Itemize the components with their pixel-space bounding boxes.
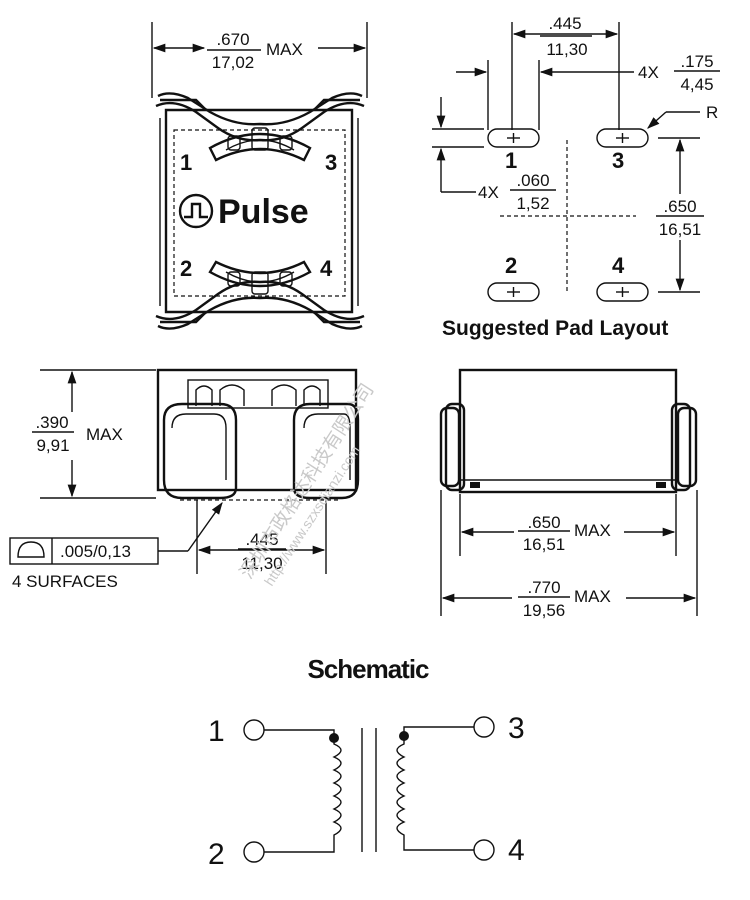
side-pitch-mm: 11,30 xyxy=(241,554,282,573)
pad-label-2: 2 xyxy=(505,253,517,278)
terminal-1-icon xyxy=(243,719,265,741)
primary-winding xyxy=(264,729,342,853)
row-pitch-mm: 16,51 xyxy=(659,220,702,239)
overall-width-suffix: MAX xyxy=(574,587,611,606)
pad-width-mm: 1,52 xyxy=(516,194,549,213)
body-width-mm: 16,51 xyxy=(523,535,566,554)
top-width-suffix: MAX xyxy=(266,40,303,59)
side-pitch-inch: .445 xyxy=(245,530,278,549)
pad-2 xyxy=(487,282,540,302)
secondary-winding xyxy=(396,726,474,851)
pad-1 xyxy=(487,128,540,148)
height-inch: .390 xyxy=(35,413,68,432)
schematic-title: Schematic xyxy=(307,654,429,684)
surfaces-label: 4 SURFACES xyxy=(12,572,118,591)
top-pin-3: 3 xyxy=(325,150,337,175)
pad-layout: .445 11,30 4X .175 4,45 R 4X .060 1,52 xyxy=(432,14,720,340)
pad-label-3: 3 xyxy=(612,148,624,173)
schematic-pin-4: 4 xyxy=(508,834,525,867)
pad-layout-title: Suggested Pad Layout xyxy=(442,317,668,340)
pad-3 xyxy=(596,128,649,148)
watermark: 深圳市政格达科技有限公司 http://www.szxsdianzi.com xyxy=(236,380,379,589)
terminal-3-icon xyxy=(473,716,495,738)
primary-polarity-dot-icon xyxy=(329,733,339,743)
height-mm: 9,91 xyxy=(36,436,69,455)
top-width-mm: 17,02 xyxy=(212,53,255,72)
side-view: .390 9,91 MAX .445 11,30 .005/0,13 4 SUR… xyxy=(9,368,360,591)
pad-width-prefix: 4X xyxy=(478,183,499,202)
schematic-pin-1: 1 xyxy=(208,715,225,748)
top-pin-1: 1 xyxy=(180,150,192,175)
brand-name: Pulse xyxy=(218,193,309,231)
flatness-symbol-icon xyxy=(17,541,45,558)
pad-label-1: 1 xyxy=(505,148,517,173)
overall-width-mm: 19,56 xyxy=(523,601,566,620)
secondary-polarity-dot-icon xyxy=(399,731,409,741)
pad-width-inch: .060 xyxy=(516,171,549,190)
pad-pitch-inch: .445 xyxy=(548,14,581,33)
top-view: .670 17,02 MAX 1 3 2 4 xyxy=(151,22,368,330)
pad-len-inch: .175 xyxy=(680,52,713,71)
row-pitch-inch: .650 xyxy=(663,197,696,216)
height-suffix: MAX xyxy=(86,425,123,444)
schematic-pin-2: 2 xyxy=(208,838,225,871)
pad-pitch-mm: 11,30 xyxy=(546,40,587,59)
pad-len-prefix: 4X xyxy=(638,63,659,82)
pulse-logo-icon xyxy=(178,193,214,229)
flatness-value: .005/0,13 xyxy=(60,542,131,561)
top-pin-2: 2 xyxy=(180,256,192,281)
terminal-2-icon xyxy=(243,841,265,863)
overall-width-inch: .770 xyxy=(527,578,560,597)
body-width-suffix: MAX xyxy=(574,521,611,540)
schematic-pin-3: 3 xyxy=(508,712,525,745)
pad-radius-label: R xyxy=(706,103,718,122)
top-pin-4: 4 xyxy=(320,256,333,281)
pad-4 xyxy=(596,282,649,302)
top-width-inch: .670 xyxy=(216,30,249,49)
end-view: .650 16,51 MAX .770 19,56 MAX xyxy=(439,368,698,620)
body-width-inch: .650 xyxy=(527,513,560,532)
schematic: Schematic 1 2 3 4 xyxy=(208,654,525,871)
terminal-4-icon xyxy=(473,839,495,861)
pad-len-mm: 4,45 xyxy=(680,75,713,94)
pad-label-4: 4 xyxy=(612,253,625,278)
